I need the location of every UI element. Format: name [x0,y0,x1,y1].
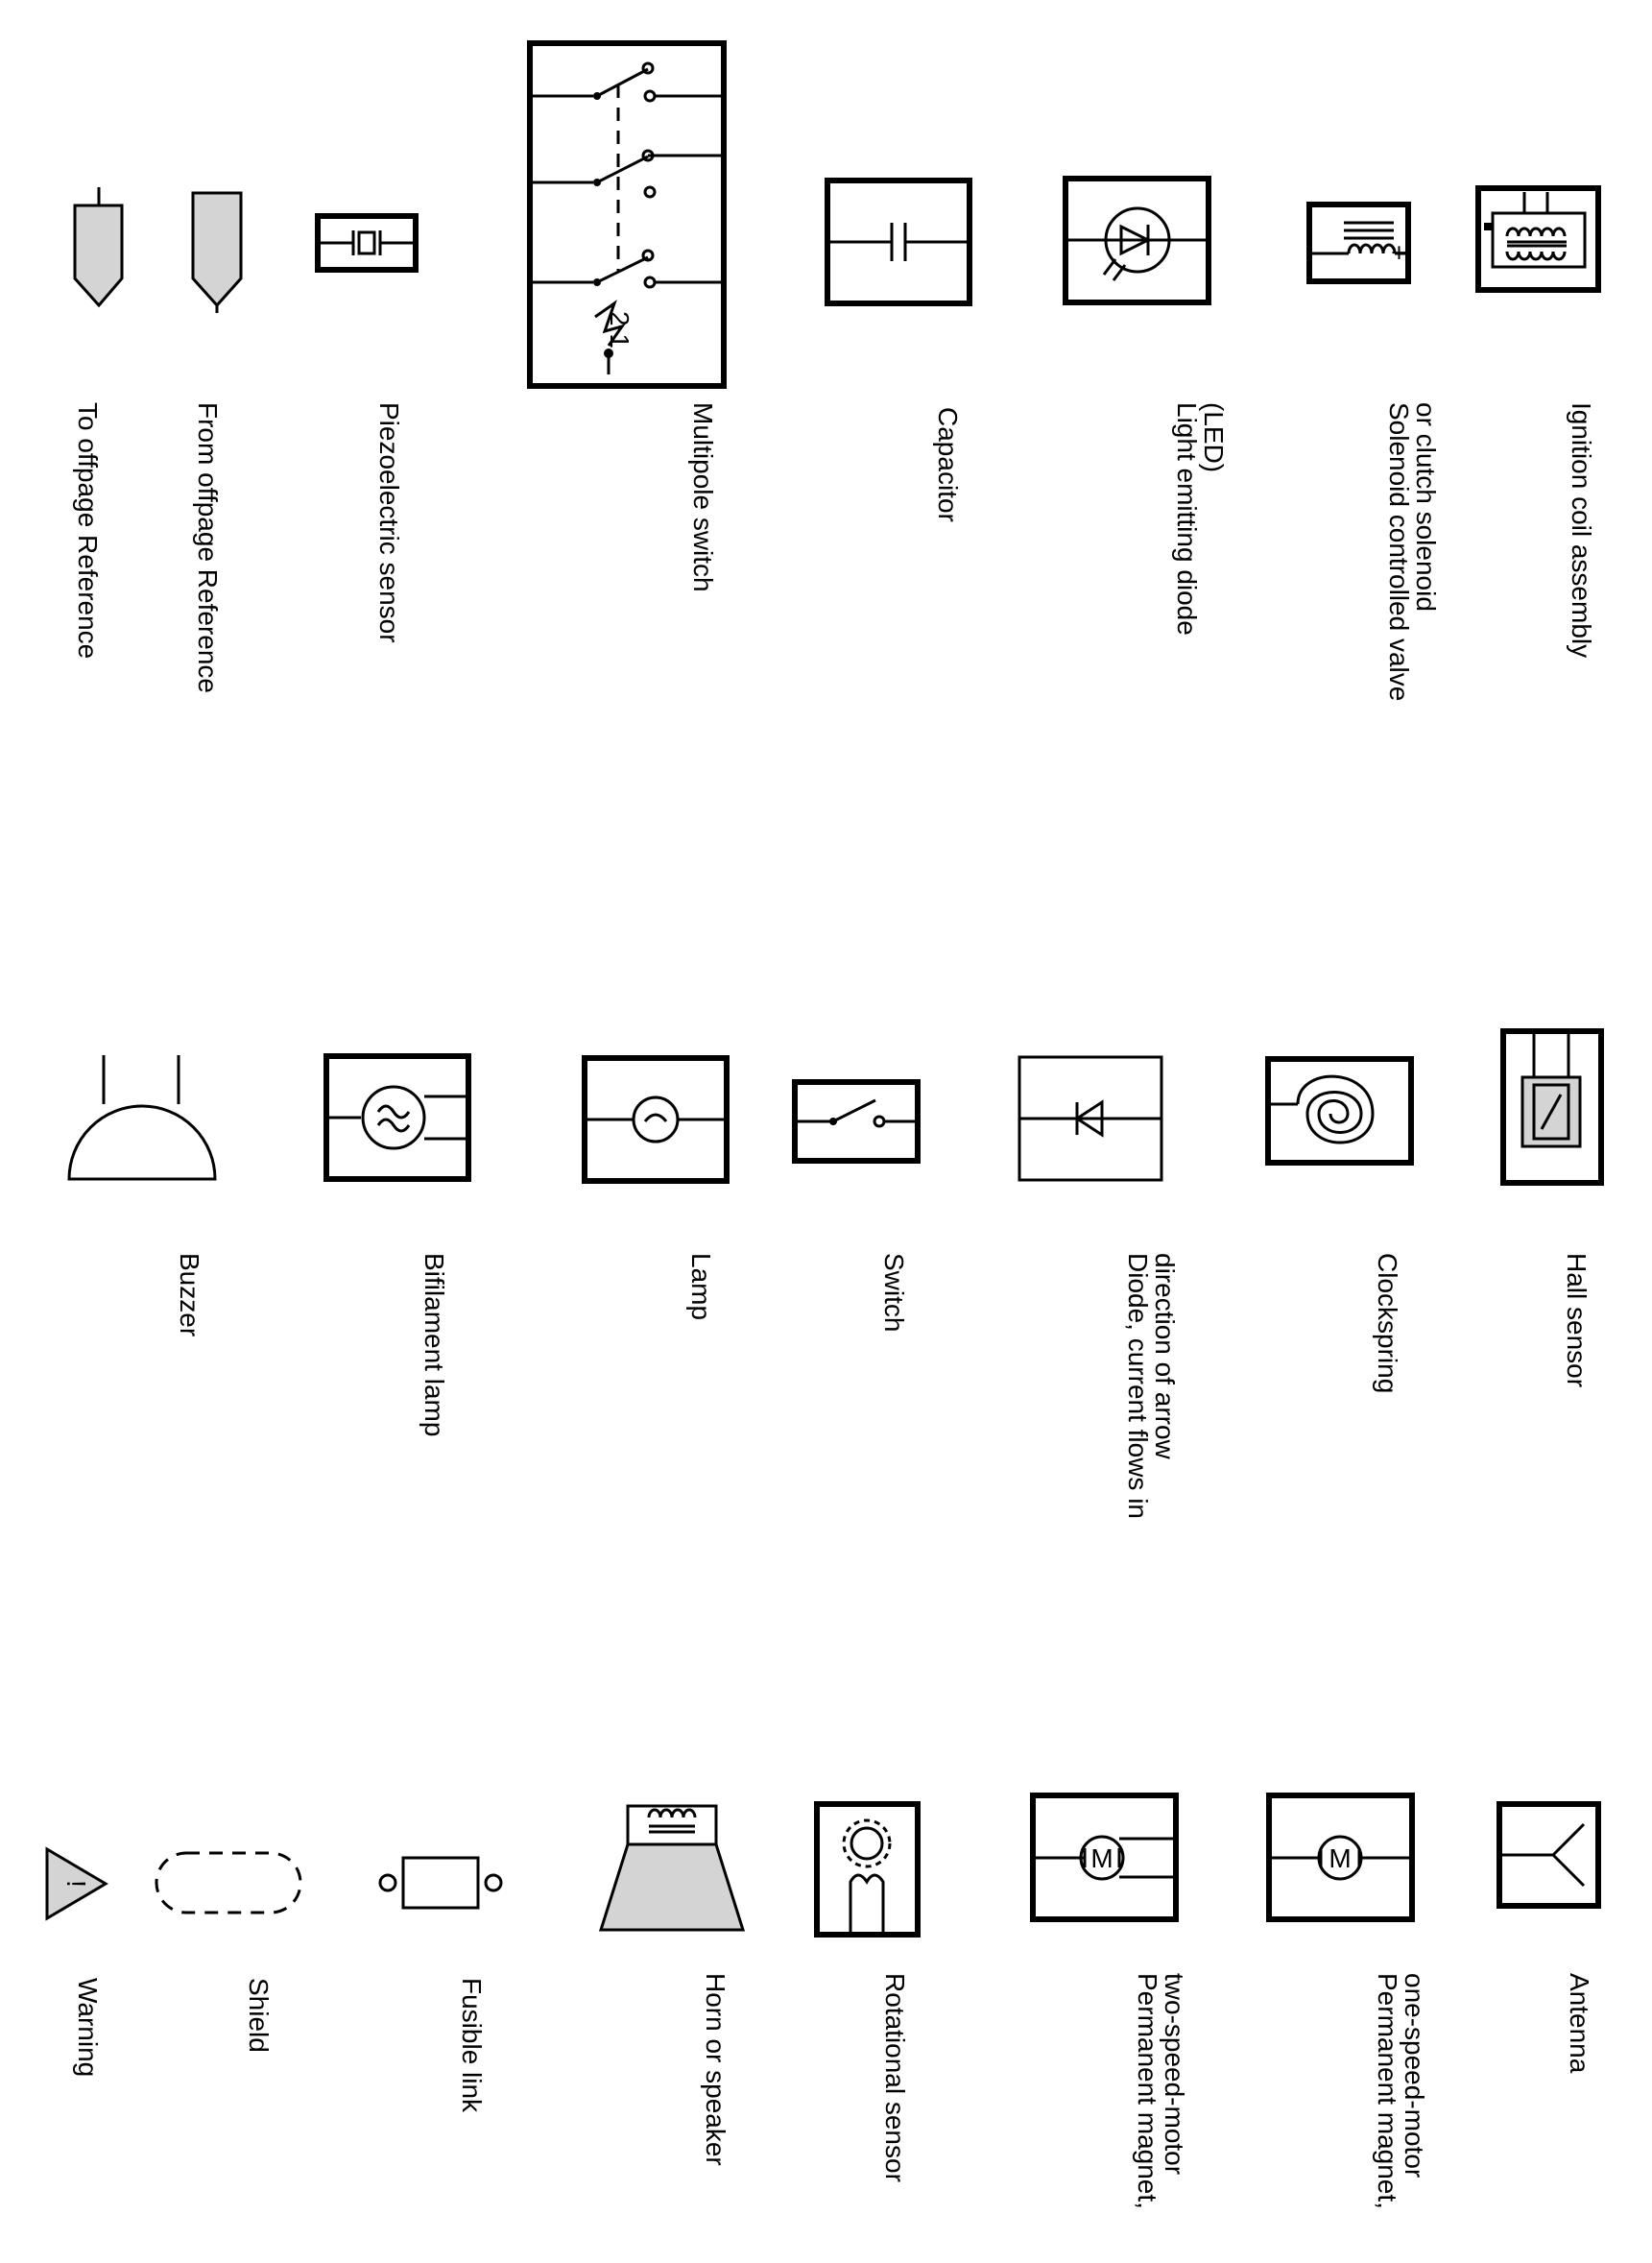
label-pm-two-speed-motor: Permanent magnet,two-speed-motor [1133,1973,1189,2209]
label-line: Ignition coil assembly [1567,402,1596,658]
label-switch: Switch [879,1253,909,1332]
label-fusible-link: Fusible link [457,1978,487,2113]
label-line: Switch [879,1253,909,1332]
capacitor-symbol [825,178,972,306]
switch-symbol [792,1079,921,1164]
multipole-switch-symbol [527,40,727,389]
pm-one-speed-motor-symbol: M [1266,1793,1415,1922]
label-from-offpage-reference: From offpage Reference [193,402,223,693]
label-line: Diode, current flows in [1123,1253,1153,1519]
label-line: Buzzer [175,1253,204,1336]
rotational-sensor-symbol [814,1801,921,1938]
label-horn-or-speaker: Horn or speaker [701,1973,730,2166]
label-line: Permanent magnet, [1373,1973,1402,2209]
label-rotational-sensor: Rotational sensor [880,1973,910,2182]
label-line: Lamp [686,1253,716,1320]
warning-exclamation-mark: ! [61,1880,91,1888]
label-ignition-coil: Ignition coil assembly [1567,402,1596,658]
label-line: Piezoelectric sensor [374,402,404,643]
label-lamp: Lamp [686,1253,716,1320]
label-antenna: Antenna [1565,1973,1594,2074]
label-line: Fusible link [457,1978,487,2113]
label-line: Antenna [1565,1973,1594,2074]
led-symbol [1063,176,1211,305]
bifilament-lamp-symbol [323,1053,471,1182]
label-diode: Diode, current flows indirection of arro… [1123,1253,1180,1519]
label-line: Clockspring [1373,1253,1402,1393]
label-to-offpage-reference: To offpage Reference [73,402,103,659]
label-line: Solenoid controlled valve [1384,402,1414,701]
label-line: Rotational sensor [880,1973,910,2182]
label-line: direction of arrow [1150,1253,1180,1460]
label-line: Shield [244,1978,274,2053]
label-clockspring: Clockspring [1373,1253,1402,1393]
hall-sensor-symbol [1500,1028,1604,1186]
label-line: Hall sensor [1562,1253,1592,1387]
label-hall-sensor: Hall sensor [1562,1253,1592,1387]
label-shield: Shield [244,1978,274,2053]
label-line: Bifilament lamp [419,1253,449,1436]
label-line: Light emitting diode [1172,402,1202,636]
label-warning: Warning [73,1978,103,2077]
label-line: To offpage Reference [73,402,103,659]
piezoelectric-sensor-symbol [315,213,419,273]
fusible-link-symbol [378,1856,503,1910]
label-solenoid-valve: Solenoid controlled valveor clutch solen… [1384,402,1441,701]
label-line: Multipole switch [688,402,718,592]
label-line: Horn or speaker [701,1973,730,2166]
diode-symbol [1018,1055,1163,1182]
lamp-symbol [582,1055,730,1184]
label-buzzer: Buzzer [175,1253,204,1336]
label-line: (LED) [1199,402,1229,472]
warning-symbol [45,1846,108,1921]
label-capacitor: Capacitor [933,407,963,522]
label-line: Capacitor [933,407,963,522]
label-line: Permanent magnet, [1133,1973,1162,2209]
label-line: two-speed-motor [1160,1973,1189,2175]
label-line: Warning [73,1978,103,2077]
one-speed-motor-letter: M [1329,1843,1351,1873]
from-offpage-reference-symbol [191,191,243,313]
label-line: or clutch solenoid [1411,402,1441,612]
antenna-symbol [1496,1801,1601,1909]
two-speed-motor-letter: M [1090,1843,1113,1873]
to-offpage-reference-symbol [73,187,124,308]
shield-symbol [155,1851,302,1914]
solenoid-plus-mark: + [1384,245,1414,260]
pm-two-speed-motor-symbol: M [1030,1793,1179,1922]
solenoid-valve-symbol [1306,202,1411,284]
label-pm-one-speed-motor: Permanent magnet,one-speed-motor [1373,1973,1429,2209]
label-multipole-switch: Multipole switch [688,402,718,592]
clockspring-symbol [1265,1056,1414,1166]
label-line: From offpage Reference [193,402,223,693]
ignition-coil-symbol [1475,185,1601,293]
label-piezoelectric-sensor: Piezoelectric sensor [374,402,404,643]
buzzer-symbol [67,1055,217,1181]
label-bifilament-lamp: Bifilament lamp [419,1253,449,1436]
label-line: one-speed-motor [1400,1973,1429,2178]
multipole-switch-positions: 2 1 [605,311,634,349]
label-led: Light emitting diode(LED) [1172,402,1229,636]
horn-or-speaker-symbol [598,1804,746,1932]
